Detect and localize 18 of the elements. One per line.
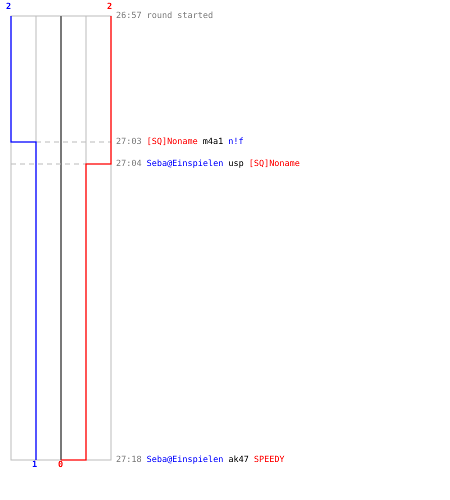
weapon-name: usp — [228, 159, 244, 169]
count-label: 2 — [107, 2, 112, 12]
player-name: Seba@Einspielen — [146, 159, 224, 169]
timestamp: 26:57 — [116, 11, 142, 21]
count-label: 2 — [6, 2, 12, 12]
player-name: [SQ]Noname — [146, 137, 198, 147]
player-name: n!f — [228, 137, 244, 147]
timestamp: 27:03 — [116, 137, 142, 147]
count-label: 1 — [32, 460, 38, 470]
timestamp: 27:18 — [116, 455, 142, 465]
timestamp: 27:04 — [116, 159, 142, 169]
weapon-name: ak47 — [228, 455, 249, 465]
player-name: [SQ]Noname — [248, 159, 300, 169]
player-name: SPEEDY — [254, 455, 285, 465]
weapon-name: m4a1 — [202, 137, 224, 147]
event-text: round started — [146, 11, 214, 21]
player-name: Seba@Einspielen — [146, 455, 224, 465]
count-label: 0 — [58, 460, 64, 470]
